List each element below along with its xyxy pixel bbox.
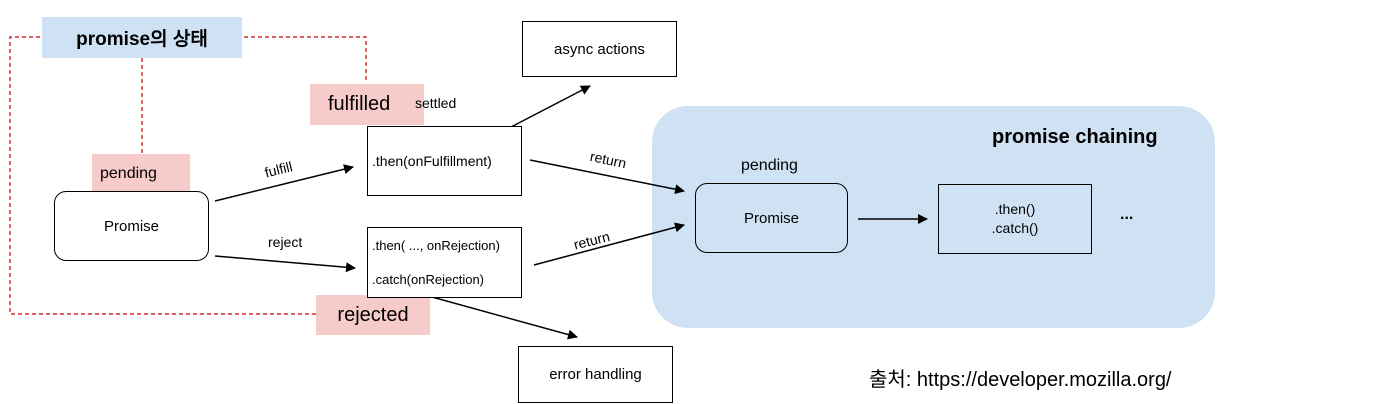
state-settled-label: settled — [415, 95, 457, 111]
error-arrow — [431, 296, 578, 340]
async-arrow — [510, 85, 591, 128]
chaining-ellipsis: ... — [1120, 206, 1134, 223]
chaining-promise-node: Promise — [695, 183, 848, 253]
then-rejection-text: .then( ..., onRejection) — [372, 237, 500, 253]
return-bottom-arrow — [533, 222, 685, 266]
state-outline-dashed — [9, 36, 318, 315]
chaining-then-text: .then() — [994, 201, 1036, 217]
catch-rejection-text: .catch(onRejection) — [372, 272, 484, 288]
diagram-title-text: promise의 상태 — [76, 29, 208, 50]
chaining-title: promise chaining — [992, 126, 1158, 148]
state-outline-dashed-top — [244, 36, 367, 83]
diagram-title: promise의 상태 — [42, 17, 242, 58]
promise-node: Promise — [54, 191, 209, 261]
then-catch-rejection-node: .then( ..., onRejection) .catch(onReject… — [367, 227, 522, 298]
chaining-pending-label: pending — [741, 157, 798, 174]
state-rejected-label: rejected — [316, 295, 430, 335]
then-fulfillment-node: .then(onFulfillment) — [367, 126, 522, 196]
fulfill-arrow — [214, 164, 354, 202]
chaining-catch-text: .catch() — [991, 220, 1039, 236]
reject-arrow — [214, 255, 356, 273]
state-pending-label: pending — [92, 154, 190, 194]
return-top-arrow — [529, 159, 685, 195]
source-credit: 출처: https://developer.mozilla.org/ — [869, 369, 1172, 391]
error-handling-node: error handling — [518, 346, 673, 403]
async-actions-node: async actions — [522, 21, 677, 77]
state-fulfilled-label: fulfilled — [310, 84, 424, 125]
reject-label: reject — [268, 234, 303, 250]
chaining-then-catch-node: .then() .catch() — [938, 184, 1092, 254]
